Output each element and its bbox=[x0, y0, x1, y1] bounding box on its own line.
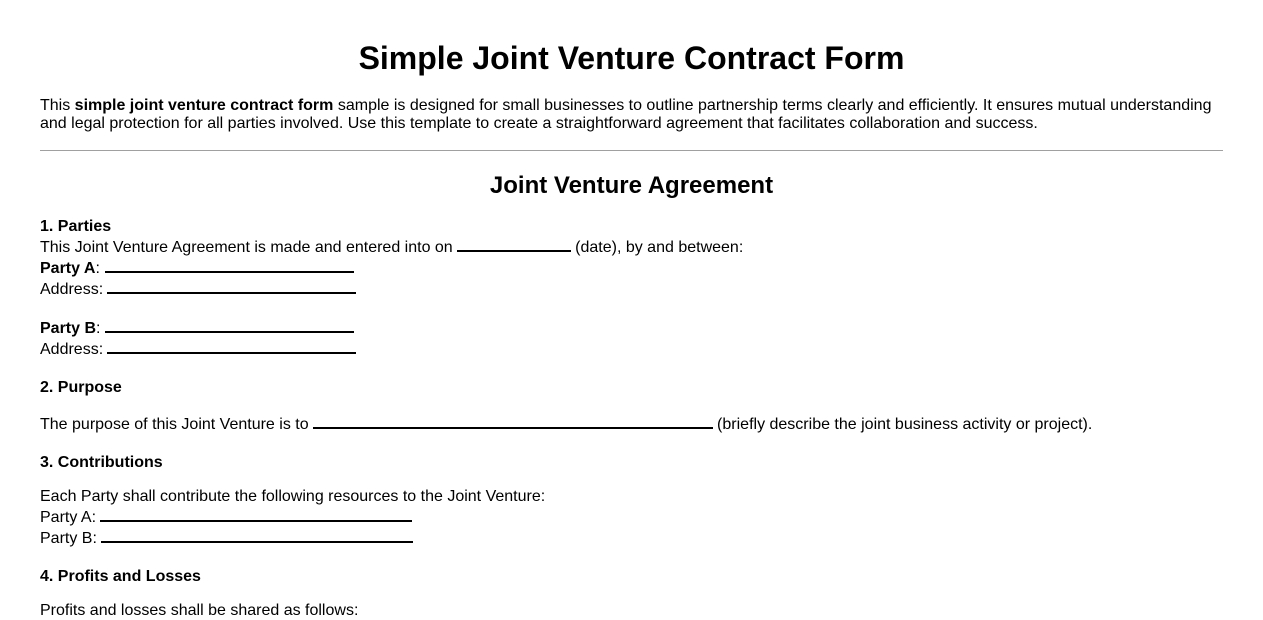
section-profits-losses: 4. Profits and Losses Profits and losses… bbox=[40, 568, 1223, 620]
intro-bold-keyword: simple joint venture contract form bbox=[74, 97, 334, 114]
party-b-address-line: Address: bbox=[40, 338, 1223, 359]
section-title-contributions: 3. Contributions bbox=[40, 454, 163, 471]
parties-intro-line: This Joint Venture Agreement is made and… bbox=[40, 236, 1223, 257]
contribution-party-a-field[interactable] bbox=[100, 506, 413, 522]
date-field[interactable] bbox=[456, 236, 571, 252]
section-title-profits: 4. Profits and Losses bbox=[40, 568, 201, 585]
contribution-party-a-label: Party A: bbox=[40, 509, 97, 526]
intro-paragraph: This simple joint venture contract form … bbox=[40, 97, 1223, 133]
intro-prefix: This bbox=[40, 97, 75, 114]
party-b-name-field[interactable] bbox=[105, 317, 355, 333]
section-title-purpose: 2. Purpose bbox=[40, 379, 122, 396]
agreement-title: Joint Venture Agreement bbox=[489, 172, 774, 199]
contribution-party-a-line: Party A: bbox=[40, 506, 1223, 527]
section-title-parties: 1. Parties bbox=[40, 218, 112, 235]
purpose-field[interactable] bbox=[312, 413, 713, 429]
address-label: Address: bbox=[40, 341, 104, 358]
divider bbox=[40, 150, 1223, 151]
profits-text: Profits and losses shall be shared as fo… bbox=[40, 602, 359, 619]
party-b-line: Party B: bbox=[40, 317, 1223, 338]
parties-intro-text: This Joint Venture Agreement is made and… bbox=[40, 239, 453, 256]
colon: : bbox=[96, 320, 101, 337]
contributions-text: Each Party shall contribute the followin… bbox=[40, 488, 546, 505]
party-a-label: Party A bbox=[40, 260, 96, 277]
purpose-text: The purpose of this Joint Venture is to bbox=[40, 416, 309, 433]
section-contributions: 3. Contributions Each Party shall contri… bbox=[40, 454, 1223, 548]
party-a-line: Party A: bbox=[40, 257, 1223, 278]
party-a-address-line: Address: bbox=[40, 278, 1223, 299]
colon: : bbox=[95, 260, 100, 277]
section-parties: 1. Parties This Joint Venture Agreement … bbox=[40, 218, 1223, 359]
parties-intro-suffix: (date), by and between: bbox=[570, 239, 744, 256]
address-label: Address: bbox=[40, 281, 104, 298]
contribution-party-b-field[interactable] bbox=[100, 527, 413, 543]
party-a-address-field[interactable] bbox=[107, 278, 357, 294]
contribution-party-b-label: Party B: bbox=[40, 530, 97, 547]
section-purpose: 2. Purpose The purpose of this Joint Ven… bbox=[40, 379, 1223, 434]
purpose-line: The purpose of this Joint Venture is to … bbox=[40, 413, 1223, 434]
party-b-label: Party B bbox=[40, 320, 97, 337]
contribution-party-b-line: Party B: bbox=[40, 527, 1223, 548]
page-title: Simple Joint Venture Contract Form bbox=[358, 40, 905, 76]
intro-suffix: sample is designed for small businesses … bbox=[40, 97, 1212, 132]
party-a-name-field[interactable] bbox=[104, 257, 354, 273]
party-b-address-field[interactable] bbox=[107, 338, 357, 354]
purpose-suffix: (briefly describe the joint business act… bbox=[712, 416, 1093, 433]
